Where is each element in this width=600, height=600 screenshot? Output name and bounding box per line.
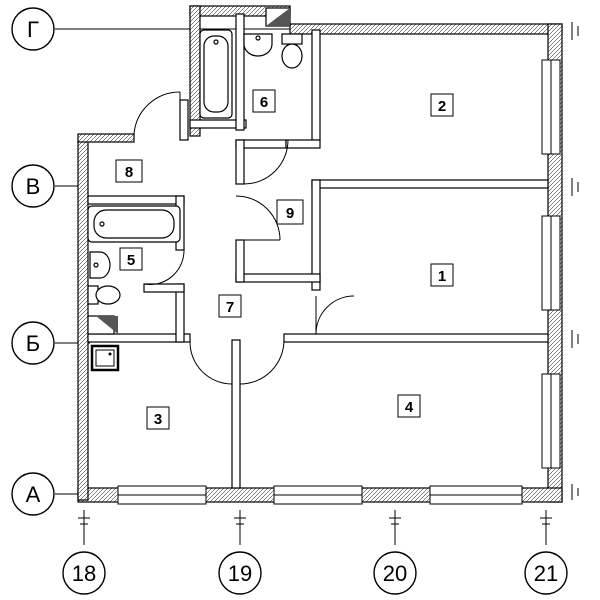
room-label-9: 9 <box>276 199 304 225</box>
room-label-8: 8 <box>115 159 143 183</box>
axis-bubble-row-a: А <box>11 472 55 516</box>
axis-bubble-row-b: Б <box>11 321 55 365</box>
axis-label: 19 <box>228 561 252 586</box>
room-number: 1 <box>438 268 446 285</box>
axis-bubbles-rows: Г В Б А <box>11 7 55 516</box>
room-label-2: 2 <box>430 93 454 117</box>
axis-label: А <box>26 482 41 507</box>
axis-label: Г <box>27 17 39 42</box>
interior-walls <box>87 13 549 489</box>
axis-label: 21 <box>534 561 558 586</box>
axis-label: 18 <box>72 561 96 586</box>
room-number: 4 <box>405 399 414 416</box>
room-number: 3 <box>154 411 162 428</box>
sanitary-fixtures <box>87 7 303 372</box>
axis-bubbles-columns: 18 19 20 21 <box>62 551 568 595</box>
axis-bubble-col-18: 18 <box>62 551 106 595</box>
room-number: 9 <box>286 205 294 222</box>
room-label-6: 6 <box>252 89 276 113</box>
room-labels: 1 2 3 4 5 6 7 8 <box>115 89 454 430</box>
windows <box>117 59 561 505</box>
room-label-5: 5 <box>119 247 143 271</box>
axis-bubble-row-g: Г <box>11 7 55 51</box>
room-number: 5 <box>127 252 135 269</box>
room-number: 6 <box>260 94 268 111</box>
room-label-4: 4 <box>397 394 421 418</box>
room-number: 7 <box>226 299 234 316</box>
axis-label: Б <box>26 331 40 356</box>
axis-label: В <box>26 174 41 199</box>
axis-bubble-col-20: 20 <box>373 551 417 595</box>
room-number: 8 <box>125 164 133 181</box>
axis-label: 20 <box>383 561 407 586</box>
room-label-1: 1 <box>430 263 454 287</box>
axis-bubble-col-21: 21 <box>524 551 568 595</box>
axis-bubble-col-19: 19 <box>218 551 262 595</box>
axis-bubble-row-v: В <box>11 164 55 208</box>
room-label-7: 7 <box>218 294 242 318</box>
room-label-3: 3 <box>146 406 170 430</box>
doors <box>133 91 355 385</box>
room-number: 2 <box>438 98 446 115</box>
